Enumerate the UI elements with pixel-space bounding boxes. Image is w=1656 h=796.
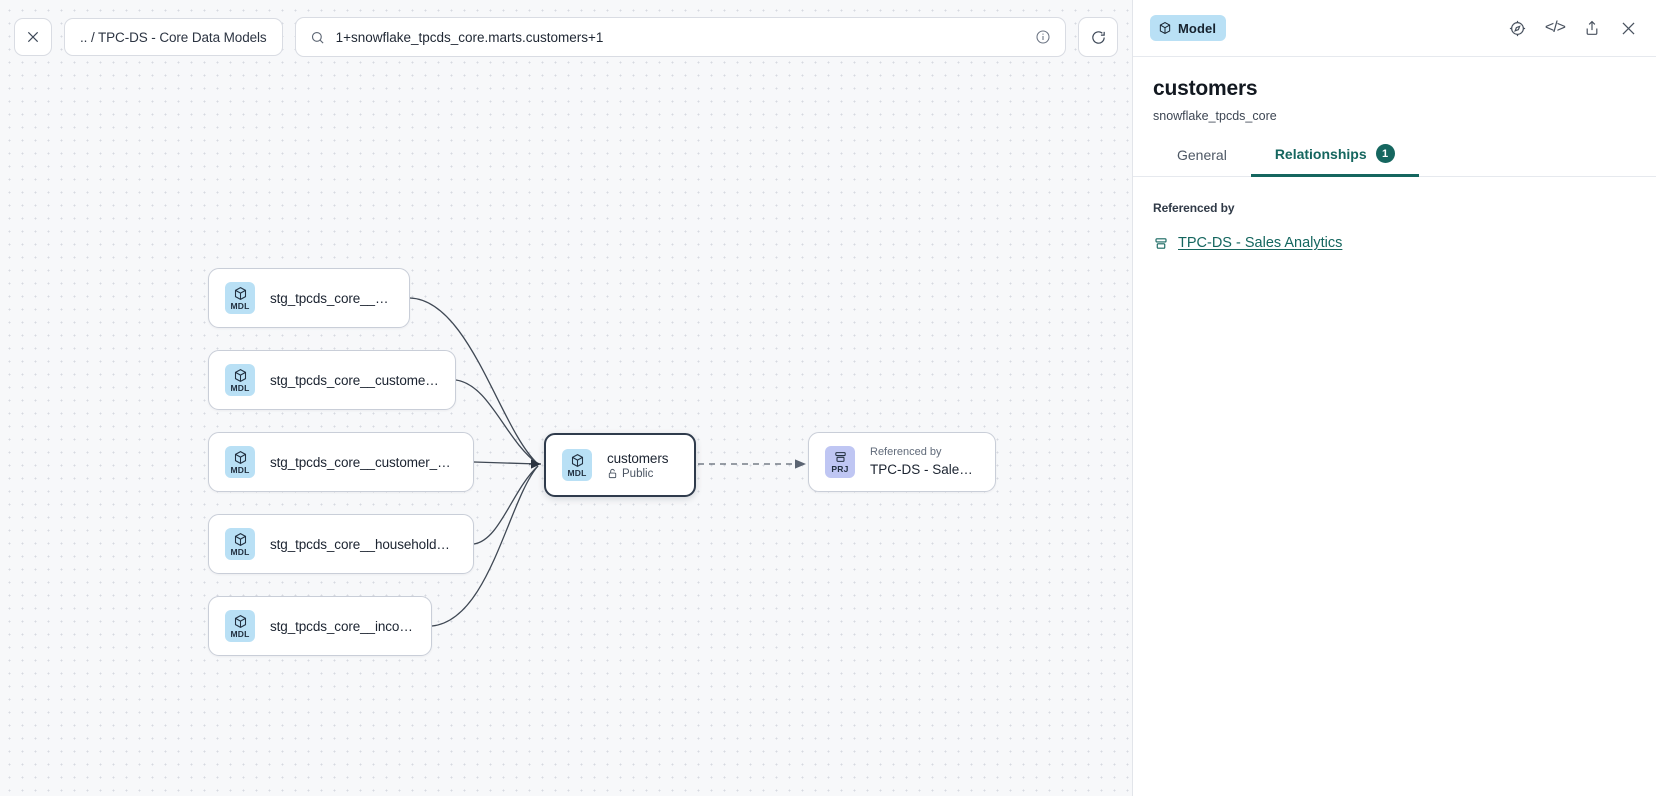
- relationships-body: Referenced by TPC-DS - Sales Analytics: [1133, 177, 1656, 796]
- panel-actions: </>: [1508, 19, 1638, 38]
- node-label: stg_tpcds_core__income_band: [270, 618, 415, 634]
- node-label: customers: [607, 450, 669, 466]
- cube-icon: [234, 614, 246, 628]
- project-icon: [1155, 237, 1167, 249]
- lineage-edges: [409, 297, 806, 627]
- canvas-toolbar: .. / TPC-DS - Core Data Models 1+snowfla…: [0, 0, 1132, 74]
- reference-link[interactable]: TPC-DS - Sales Analytics: [1178, 235, 1343, 251]
- badge-label: MDL: [230, 546, 250, 557]
- lineage-canvas[interactable]: MDL stg_tpcds_core__customer MDL stg_tpc…: [0, 0, 1132, 796]
- breadcrumb-label: .. / TPC-DS - Core Data Models: [80, 29, 267, 45]
- visibility-label: Public: [622, 467, 654, 480]
- share-icon[interactable]: [1583, 19, 1601, 37]
- page-title: customers: [1153, 77, 1258, 100]
- node-label: stg_tpcds_core__household_demogr…: [270, 536, 457, 552]
- model-badge: MDL: [225, 364, 255, 396]
- cube-icon: [571, 453, 583, 467]
- badge-label: MDL: [567, 467, 587, 478]
- refresh-icon: [1091, 30, 1105, 44]
- code-icon[interactable]: </>: [1544, 19, 1566, 36]
- project-badge: PRJ: [825, 446, 855, 478]
- cube-icon: [234, 532, 246, 546]
- entity-kind-label: Model: [1178, 20, 1217, 36]
- lineage-node[interactable]: MDL stg_tpcds_core__household_demogr…: [208, 514, 474, 574]
- tab-label: General: [1177, 147, 1227, 163]
- lineage-node[interactable]: MDL stg_tpcds_core__income_band: [208, 596, 432, 656]
- lineage-node[interactable]: MDL stg_tpcds_core__customer_address: [208, 350, 456, 410]
- model-badge: MDL: [225, 446, 255, 478]
- search-icon: [311, 31, 324, 44]
- badge-label: MDL: [230, 300, 250, 311]
- node-label: stg_tpcds_core__customer_address: [270, 372, 439, 388]
- node-label: stg_tpcds_core__customer: [270, 290, 393, 306]
- node-kicker: Referenced by: [870, 446, 942, 458]
- close-graph-button[interactable]: [14, 18, 52, 56]
- lineage-node-selected[interactable]: MDL customers Public: [544, 433, 696, 497]
- cube-icon: [234, 286, 246, 300]
- search-input[interactable]: 1+snowflake_tpcds_core.marts.customers+1: [294, 17, 1066, 57]
- details-panel: Model </>: [1132, 0, 1656, 796]
- search-value: 1+snowflake_tpcds_core.marts.customers+1: [335, 29, 604, 45]
- close-icon: [27, 31, 39, 43]
- model-badge: MDL: [225, 528, 255, 560]
- lineage-node[interactable]: MDL stg_tpcds_core__customer_demogra…: [208, 432, 474, 492]
- node-label: TPC-DS - Sales Analytics: [870, 462, 979, 477]
- panel-title-block: customers snowflake_tpcds_core: [1133, 57, 1656, 123]
- close-icon[interactable]: [1619, 19, 1638, 38]
- tab-label: Relationships: [1274, 145, 1367, 162]
- breadcrumb[interactable]: .. / TPC-DS - Core Data Models: [64, 18, 283, 56]
- cube-icon: [234, 450, 246, 464]
- reference-item[interactable]: TPC-DS - Sales Analytics: [1153, 235, 1636, 251]
- info-icon: [1036, 30, 1050, 44]
- tab-general[interactable]: General: [1153, 147, 1251, 177]
- lineage-icon[interactable]: [1508, 19, 1527, 38]
- project-icon: [834, 452, 846, 462]
- cube-icon: [1159, 21, 1171, 35]
- node-label: stg_tpcds_core__customer_demogra…: [270, 454, 457, 470]
- model-badge: MDL: [225, 610, 255, 642]
- badge-label: PRJ: [831, 464, 849, 474]
- model-badge: MDL: [225, 282, 255, 314]
- badge-label: MDL: [230, 464, 250, 475]
- refresh-button[interactable]: [1078, 17, 1118, 57]
- cube-icon: [234, 368, 246, 382]
- badge-label: MDL: [230, 382, 250, 393]
- section-label-referenced-by: Referenced by: [1153, 201, 1235, 215]
- page-subtitle: snowflake_tpcds_core: [1153, 109, 1277, 123]
- panel-tabs: General Relationships 1: [1133, 144, 1656, 177]
- panel-header: Model </>: [1133, 0, 1656, 57]
- lineage-node[interactable]: MDL stg_tpcds_core__customer: [208, 268, 410, 328]
- tab-count-badge: 1: [1375, 144, 1395, 163]
- badge-label: MDL: [230, 628, 250, 639]
- tab-relationships[interactable]: Relationships 1: [1250, 144, 1419, 177]
- lineage-node-project[interactable]: PRJ Referenced by TPC-DS - Sales Analyti…: [808, 432, 996, 492]
- model-badge: MDL: [562, 449, 592, 481]
- lock-icon: [608, 468, 617, 479]
- entity-kind-badge: Model: [1150, 15, 1227, 41]
- node-visibility: Public: [607, 468, 668, 480]
